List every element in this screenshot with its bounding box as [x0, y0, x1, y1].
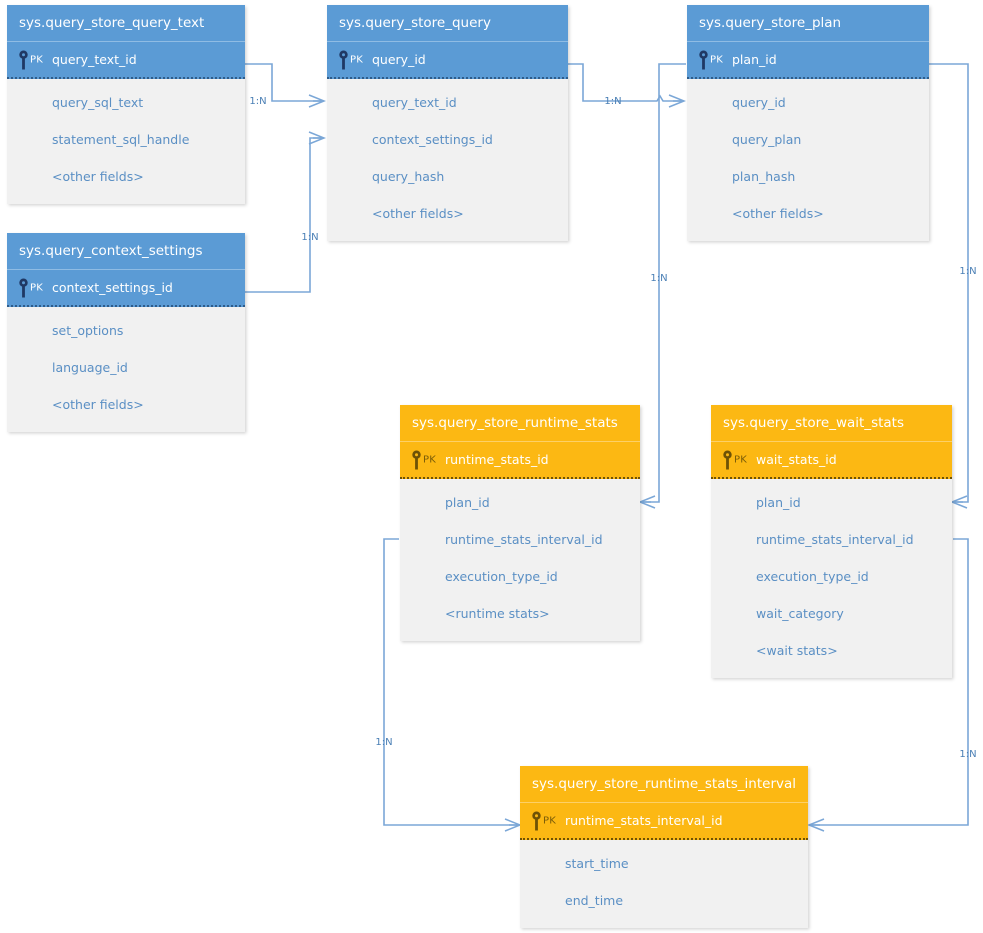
pk-badge: PK	[423, 453, 436, 465]
key-icon	[532, 811, 541, 830]
pk-badge: PK	[543, 814, 556, 826]
relationship-context_settings-to-query: 1:N	[245, 131, 327, 293]
key-icon	[339, 50, 348, 69]
entity-field: context_settings_id	[372, 132, 493, 147]
entity-title: sys.query_store_runtime_stats_interval	[520, 766, 808, 803]
entity-field: query_hash	[372, 169, 445, 184]
entity-query-store-plan[interactable]: sys.query_store_plan PK plan_id query_id…	[687, 5, 929, 241]
relationship-label: 1:N	[959, 266, 976, 277]
relationship-query_text-to-query: 1:N	[245, 63, 327, 108]
pk-field-name: runtime_stats_interval_id	[565, 813, 723, 828]
entity-field: <other fields>	[52, 397, 144, 412]
entity-field-list: set_options language_id <other fields>	[7, 307, 245, 432]
pk-field-name: context_settings_id	[52, 280, 173, 295]
relationship-label: 1:N	[375, 737, 392, 748]
pk-badge: PK	[350, 53, 363, 65]
pk-badge: PK	[30, 281, 43, 293]
entity-primary-key-row[interactable]: PK query_text_id	[7, 42, 245, 79]
entity-field: query_sql_text	[52, 95, 144, 110]
entity-field-list: query_sql_text statement_sql_handle <oth…	[7, 79, 245, 204]
entity-title: sys.query_store_wait_stats	[711, 405, 952, 442]
entity-primary-key-row[interactable]: PK plan_id	[687, 42, 929, 79]
entity-title: sys.query_store_plan	[687, 5, 929, 42]
key-icon	[699, 50, 708, 69]
entity-query-store-runtime-stats[interactable]: sys.query_store_runtime_stats PK runtime…	[400, 405, 640, 641]
entity-field: plan_id	[756, 495, 801, 510]
entity-field: statement_sql_handle	[52, 132, 190, 147]
key-icon	[19, 50, 28, 69]
entity-field-list: plan_id runtime_stats_interval_id execut…	[711, 479, 952, 678]
entity-field: runtime_stats_interval_id	[756, 532, 914, 547]
entity-field: language_id	[52, 360, 128, 375]
entity-query-store-query-text[interactable]: sys.query_store_query_text PK query_text…	[7, 5, 245, 204]
pk-field-name: wait_stats_id	[756, 452, 837, 467]
entity-title: sys.query_context_settings	[7, 233, 245, 270]
pk-badge: PK	[30, 53, 43, 65]
entity-field-list: query_id query_plan plan_hash <other fie…	[687, 79, 929, 241]
entity-field: start_time	[565, 856, 629, 871]
entity-primary-key-row[interactable]: PK context_settings_id	[7, 270, 245, 307]
entity-title: sys.query_store_query_text	[7, 5, 245, 42]
pk-field-name: query_text_id	[52, 52, 137, 67]
entity-primary-key-row[interactable]: PK runtime_stats_id	[400, 442, 640, 479]
entity-field: end_time	[565, 893, 624, 908]
entity-field-list: query_text_id context_settings_id query_…	[327, 79, 568, 241]
entity-field: query_text_id	[372, 95, 457, 110]
relationship-plan-to-runtime_stats: 1:N	[637, 63, 686, 509]
entity-field: wait_category	[756, 606, 844, 621]
entity-query-store-query[interactable]: sys.query_store_query PK query_id query_…	[327, 5, 568, 241]
entity-field: execution_type_id	[756, 569, 869, 584]
entity-field: query_plan	[732, 132, 802, 147]
relationship-label: 1:N	[650, 273, 667, 284]
key-icon	[412, 450, 421, 469]
entity-field-list: start_time end_time	[520, 840, 808, 928]
entity-field: <other fields>	[52, 169, 144, 184]
entity-field: plan_hash	[732, 169, 796, 184]
entity-field: plan_id	[445, 495, 490, 510]
pk-badge: PK	[734, 453, 747, 465]
pk-badge: PK	[710, 53, 723, 65]
entity-field: query_id	[732, 95, 786, 110]
entity-query-context-settings[interactable]: sys.query_context_settings PK context_se…	[7, 233, 245, 432]
pk-field-name: plan_id	[732, 52, 777, 67]
key-icon	[19, 278, 28, 297]
pk-field-name: query_id	[372, 52, 426, 67]
pk-field-name: runtime_stats_id	[445, 452, 549, 467]
entity-field: <runtime stats>	[445, 606, 550, 621]
key-icon	[723, 450, 732, 469]
relationship-label: 1:N	[604, 96, 621, 107]
relationship-label: 1:N	[301, 232, 318, 243]
relationship-label: 1:N	[959, 749, 976, 760]
entity-field: runtime_stats_interval_id	[445, 532, 603, 547]
relationship-label: 1:N	[249, 96, 266, 107]
entity-field: <wait stats>	[756, 643, 838, 658]
entity-title: sys.query_store_runtime_stats	[400, 405, 640, 442]
entity-field: <other fields>	[732, 206, 824, 221]
entity-field-list: plan_id runtime_stats_interval_id execut…	[400, 479, 640, 641]
entity-title: sys.query_store_query	[327, 5, 568, 42]
entity-query-store-wait-stats[interactable]: sys.query_store_wait_stats PK wait_stats…	[711, 405, 952, 678]
entity-primary-key-row[interactable]: PK runtime_stats_interval_id	[520, 803, 808, 840]
entity-query-store-runtime-stats-interval[interactable]: sys.query_store_runtime_stats_interval P…	[520, 766, 808, 928]
entity-field: <other fields>	[372, 206, 464, 221]
entity-field: execution_type_id	[445, 569, 558, 584]
relationship-query-to-plan: 1:N	[568, 63, 687, 108]
entity-field: set_options	[52, 323, 124, 338]
entity-primary-key-row[interactable]: PK wait_stats_id	[711, 442, 952, 479]
entity-primary-key-row[interactable]: PK query_id	[327, 42, 568, 79]
